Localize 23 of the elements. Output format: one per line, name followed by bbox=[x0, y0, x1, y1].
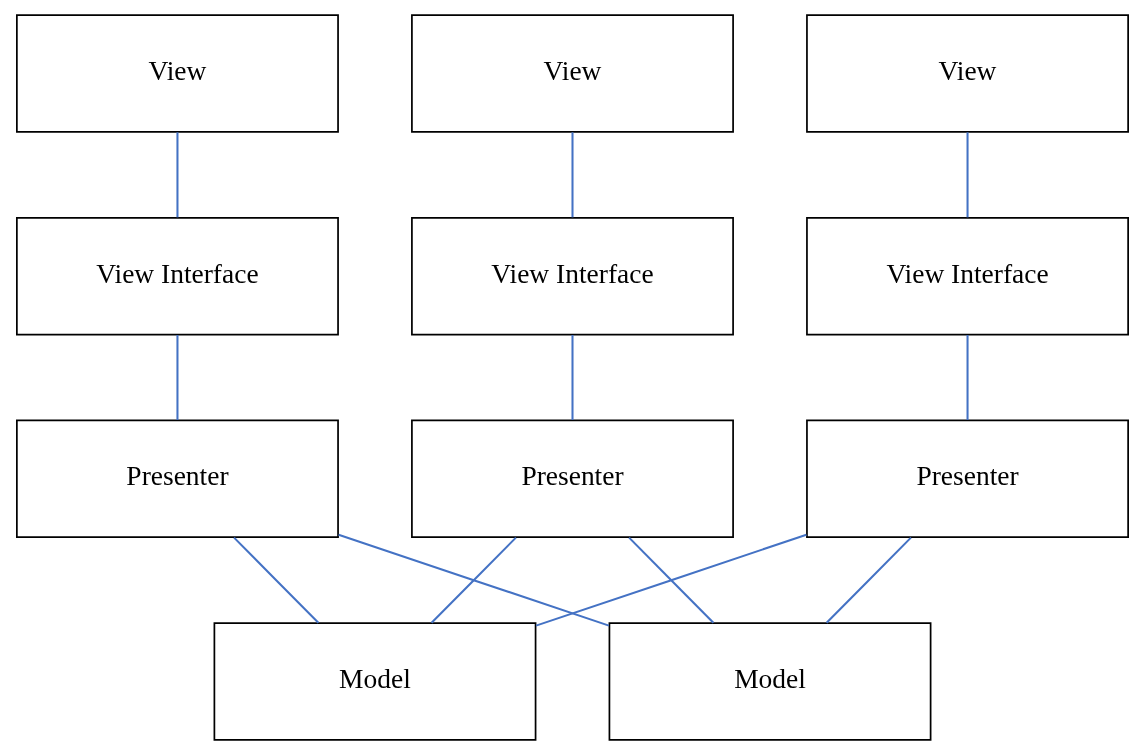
connector bbox=[535, 533, 807, 627]
connector bbox=[175, 132, 178, 218]
connector bbox=[570, 132, 574, 218]
node-box: Presenter bbox=[15, 419, 339, 539]
connector bbox=[175, 334, 178, 420]
node-box: View bbox=[410, 14, 734, 133]
connector bbox=[825, 536, 912, 624]
connector bbox=[627, 536, 714, 624]
connector bbox=[337, 533, 609, 627]
node-box: View Interface bbox=[805, 216, 1129, 336]
node-box: Model bbox=[608, 622, 931, 741]
connector bbox=[966, 132, 969, 218]
connector bbox=[570, 334, 574, 420]
node-box: Model bbox=[213, 622, 536, 741]
node-box: View bbox=[15, 14, 339, 133]
node-box: Presenter bbox=[410, 419, 734, 539]
connector bbox=[966, 334, 969, 420]
node-box: View Interface bbox=[15, 216, 339, 336]
node-box: View Interface bbox=[410, 216, 734, 336]
node-box: View bbox=[805, 14, 1129, 133]
connector bbox=[430, 536, 517, 624]
node-box: Presenter bbox=[805, 419, 1129, 539]
connector bbox=[232, 536, 319, 624]
